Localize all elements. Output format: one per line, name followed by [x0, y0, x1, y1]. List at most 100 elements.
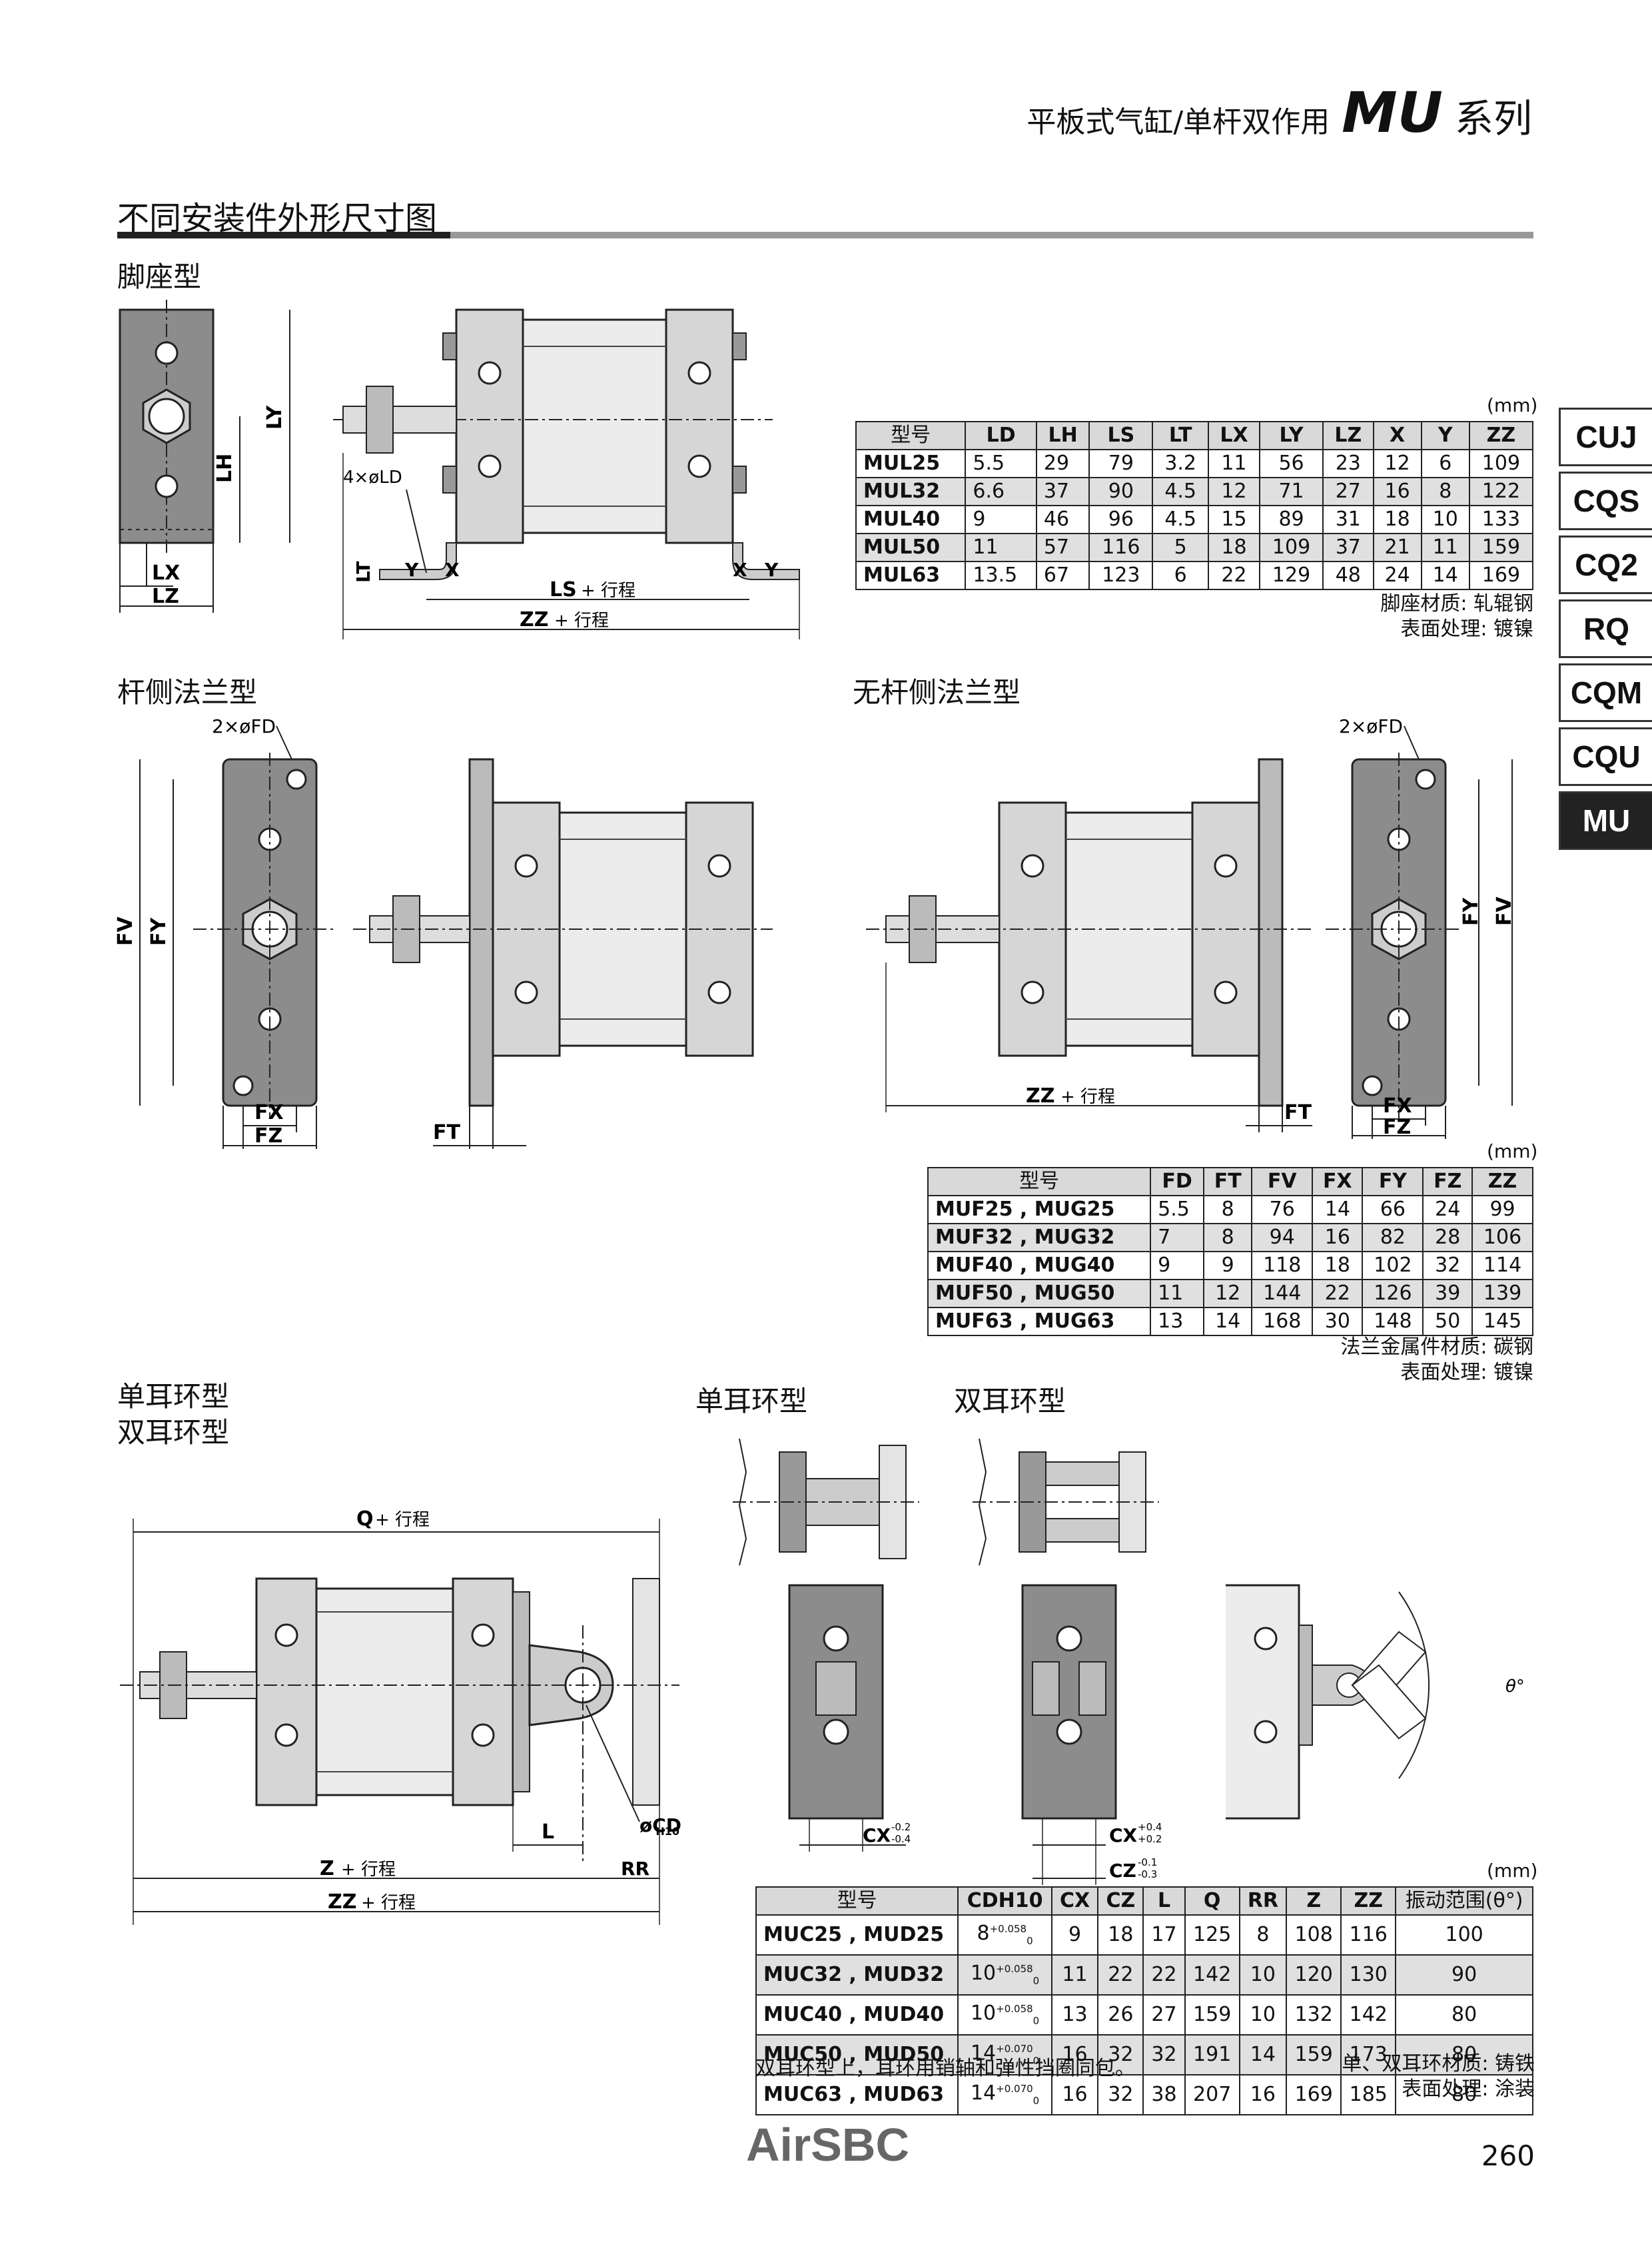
svg-text:-0.1: -0.1: [1138, 1856, 1157, 1868]
dim-cx-single: CX: [863, 1824, 891, 1846]
dim-theta: θ°: [1505, 1677, 1525, 1696]
series-name: MU: [1342, 80, 1443, 145]
foot-mount-notes: 脚座材质: 轧辊钢 表面处理: 镀镍: [1380, 592, 1533, 641]
dim-fz: FZ: [254, 1124, 282, 1148]
dim-zz: ZZ: [520, 608, 549, 631]
dim-fx: FX: [254, 1101, 284, 1124]
tab-mu[interactable]: MU: [1559, 791, 1652, 850]
clevis-note-left: 双耳环型上，耳环用销轴和弹性挡圈同包。: [755, 2057, 1135, 2080]
svg-text:+ 行程: + 行程: [341, 1860, 396, 1880]
svg-text:+0.4: +0.4: [1138, 1821, 1162, 1833]
rod-flange-title: 杆侧法兰型: [117, 676, 258, 709]
page-header: 平板式气缸/单杆双作用 MU 系列: [1027, 80, 1532, 145]
rod-flange-drawing: 2×øFD FV FY FX FZ FT: [114, 715, 773, 1149]
tab-cqs[interactable]: CQS: [1559, 472, 1652, 530]
header-title: 平板式气缸/单杆双作用: [1027, 105, 1330, 139]
bolt-hole-icon: [155, 474, 179, 498]
cylinder-body: [522, 318, 667, 534]
tab-cuj[interactable]: CUJ: [1559, 408, 1652, 466]
svg-text:+ 行程: + 行程: [581, 581, 635, 601]
swing-arc: [1398, 1591, 1430, 1779]
svg-text:-0.3: -0.3: [1138, 1868, 1157, 1880]
dim-ft: FT: [433, 1121, 460, 1144]
dim-cx-double: CX: [1109, 1824, 1138, 1846]
clevis-detail-drawings: CX -0.2 -0.4 CX +0.4 +0.2 CZ -0.1 -0.3 θ…: [733, 1438, 1525, 1885]
double-clevis-detail-title: 双耳环型: [954, 1385, 1066, 1417]
piston-rod: [342, 406, 457, 434]
dim-zz-clevis: ZZ: [328, 1890, 357, 1914]
clevis-table-unit: (mm): [1487, 1860, 1538, 1882]
svg-text:-0.2: -0.2: [891, 1821, 911, 1833]
dim-z: Z: [320, 1857, 334, 1880]
dim-lt: LT: [352, 561, 374, 583]
rod-nut: [366, 386, 394, 454]
dim-lx: LX: [152, 561, 180, 585]
clevis-notes-right: 单、双耳环材质: 铸铁 表面处理: 涂装: [1342, 2052, 1535, 2101]
svg-text:+ 行程: + 行程: [554, 611, 609, 631]
dim-fd: 2×øFD: [212, 715, 276, 737]
dim-x-right: X: [733, 559, 747, 581]
tab-rq[interactable]: RQ: [1559, 599, 1652, 658]
dim-fv: FV: [114, 917, 137, 946]
svg-text:+0.2: +0.2: [1138, 1833, 1162, 1845]
svg-text:+ 行程: + 行程: [361, 1893, 416, 1913]
series-tabs: CUJ CQS CQ2 RQ CQM CQU MU: [1559, 408, 1652, 855]
dim-lz: LZ: [152, 585, 179, 608]
section-divider: [117, 232, 1533, 238]
clevis-titles: 单耳环型 双耳环型: [117, 1379, 229, 1451]
dim-ly: LY: [263, 405, 286, 430]
dim-ld: 4×øLD: [343, 468, 402, 488]
svg-text:+ 行程: + 行程: [375, 1510, 430, 1530]
dim-y-left: Y: [404, 559, 419, 581]
bolt-hole-icon: [155, 341, 179, 365]
flange-notes: 法兰金属件材质: 碳钢 表面处理: 镀镍: [1340, 1335, 1533, 1384]
clevis-double-title: 双耳环型: [117, 1416, 230, 1449]
svg-text:H10: H10: [655, 1825, 679, 1838]
svg-text:-0.4: -0.4: [891, 1833, 911, 1845]
dim-ft-head: FT: [1284, 1101, 1312, 1124]
flange-table-unit: (mm): [1487, 1140, 1538, 1162]
clevis-single-title: 单耳环型: [117, 1380, 230, 1413]
foot-mount-title: 脚座型: [117, 260, 202, 293]
dim-y-right: Y: [764, 559, 779, 581]
clevis-drawing: Q + 行程 L øCD H10 Z + 行程 RR ZZ + 行程: [120, 1507, 681, 1925]
tab-cqu[interactable]: CQU: [1559, 727, 1652, 786]
foot-mount-drawing: LY LH LX LZ 4×øLD LT Y X X Y LS + 行程 ZZ …: [119, 300, 800, 639]
dim-lh: LH: [213, 454, 236, 483]
foot-table-unit: (mm): [1487, 394, 1538, 416]
dim-fd-head: 2×øFD: [1339, 715, 1403, 737]
dim-q: Q: [356, 1507, 374, 1531]
tab-cq2[interactable]: CQ2: [1559, 536, 1652, 594]
dim-ls: LS: [550, 578, 577, 601]
tab-cqm[interactable]: CQM: [1559, 663, 1652, 722]
dim-cz: CZ: [1109, 1860, 1136, 1882]
dim-fx-head: FX: [1383, 1094, 1412, 1118]
dim-rr: RR: [621, 1858, 649, 1880]
head-flange-drawing: FT ZZ + 行程 2×øFD FY FV FX FZ: [866, 715, 1516, 1139]
svg-text:+ 行程: + 行程: [1060, 1087, 1115, 1107]
dim-fz-head: FZ: [1383, 1116, 1411, 1139]
dim-l: L: [542, 1820, 554, 1844]
dim-cd: øCD: [639, 1814, 681, 1836]
single-clevis-detail-title: 单耳环型: [695, 1385, 808, 1417]
dim-zz-head: ZZ: [1026, 1084, 1055, 1108]
